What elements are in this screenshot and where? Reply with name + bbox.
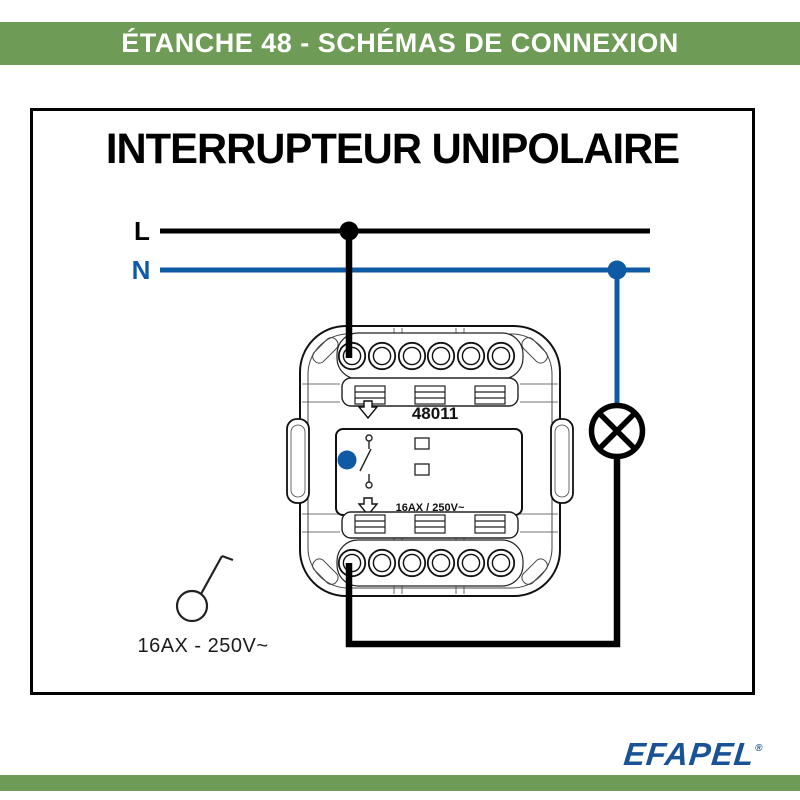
footer-bar <box>0 775 800 791</box>
diagram-box: INTERRUPTEUR UNIPOLAIRE <box>30 108 755 695</box>
header-bar: ÉTANCHE 48 - SCHÉMAS DE CONNEXION <box>0 22 800 65</box>
efapel-logo: EFAPEL® <box>622 736 764 773</box>
registered-mark: ® <box>754 743 764 754</box>
header-title: ÉTANCHE 48 - SCHÉMAS DE CONNEXION <box>121 28 679 58</box>
diagram-title: INTERRUPTEUR UNIPOLAIRE <box>105 125 680 173</box>
efapel-logo-text: EFAPEL <box>622 736 757 772</box>
